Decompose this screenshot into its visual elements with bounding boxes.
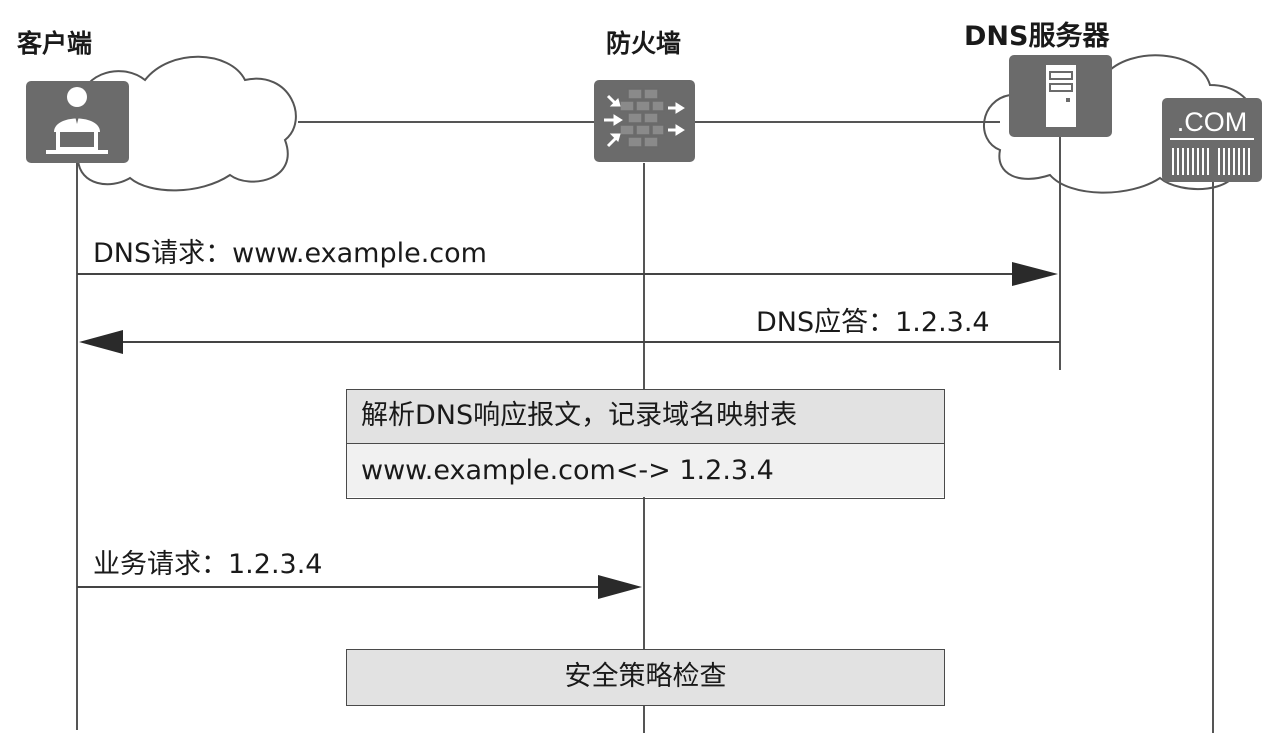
dns-request-label: DNS请求：www.example.com bbox=[93, 238, 487, 269]
dns-request-arrow bbox=[77, 262, 1058, 286]
com-server-icon: .COM bbox=[1162, 98, 1262, 182]
client-user-icon bbox=[26, 81, 129, 163]
mapping-table-title: 解析DNS响应报文，记录域名映射表 bbox=[347, 390, 944, 444]
service-request-label: 业务请求：1.2.3.4 bbox=[93, 549, 323, 580]
firewall-label: 防火墙 bbox=[606, 29, 682, 58]
security-policy-label: 安全策略检查 bbox=[564, 661, 727, 692]
dns-response-label: DNS应答：1.2.3.4 bbox=[756, 307, 990, 338]
mapping-table-box: 解析DNS响应报文，记录域名映射表 www.example.com<-> 1.2… bbox=[346, 389, 945, 499]
dns-server-icon bbox=[1009, 55, 1112, 137]
com-server-label: .COM bbox=[1177, 107, 1248, 137]
mapping-table-entry: www.example.com<-> 1.2.3.4 bbox=[347, 444, 944, 497]
client-label: 客户端 bbox=[17, 29, 93, 58]
service-request-arrow bbox=[77, 575, 642, 599]
security-policy-box: 安全策略检查 bbox=[346, 649, 945, 706]
dns-response-arrow bbox=[79, 330, 1060, 354]
firewall-icon bbox=[594, 80, 695, 162]
dns-server-label: DNS服务器 bbox=[964, 21, 1110, 52]
